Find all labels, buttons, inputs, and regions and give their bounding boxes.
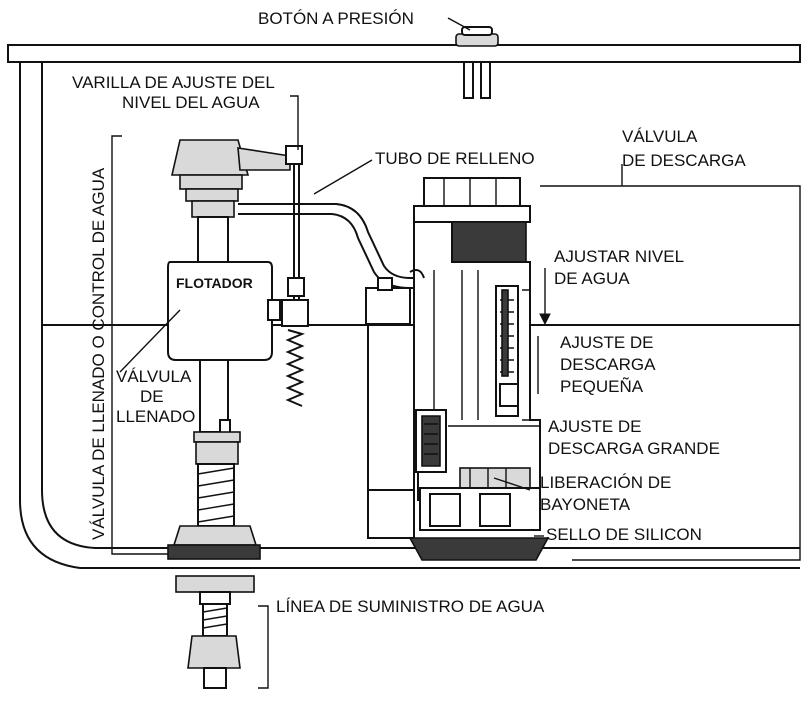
- bayonet-label-line1: LIBERACIÓN DE: [540, 473, 671, 492]
- water-level-label-line2: DE AGUA: [554, 269, 630, 288]
- flush-valve-label-line1: VÁLVULA: [622, 127, 698, 146]
- rod-label-line2: NIVEL DEL AGUA: [122, 93, 260, 112]
- fill-valve-label-line3: LLENADO: [116, 407, 195, 426]
- float-label: FLOTADOR: [176, 275, 253, 291]
- push-button-label: BOTÓN A PRESIÓN: [258, 9, 414, 28]
- push-button-part: [455, 26, 499, 99]
- small-flush-label-line3: PEQUEÑA: [560, 377, 644, 396]
- small-flush-label-line2: DESCARGA: [560, 355, 656, 374]
- large-flush-label-line1: AJUSTE DE: [548, 417, 642, 436]
- fill-valve-label-line2: DE: [140, 387, 164, 406]
- fill-tube-label: TUBO DE RELLENO: [375, 149, 535, 168]
- large-flush-label-line2: DESCARGA GRANDE: [548, 439, 720, 458]
- bayonet-label-line2: BAYONETA: [540, 495, 631, 514]
- vertical-fill-valve-label: VÁLVULA DE LLENADO O CONTROL DE AGUA: [89, 167, 108, 540]
- flush-valve-part: [365, 177, 550, 561]
- tank-outline: [7, 44, 801, 569]
- flush-valve-label-line2: DE DESCARGA: [622, 151, 746, 170]
- supply-line-label: LÍNEA DE SUMINISTRO DE AGUA: [276, 597, 545, 616]
- small-flush-label-line1: AJUSTE DE: [560, 333, 654, 352]
- water-level-label-line1: AJUSTAR NIVEL: [554, 247, 684, 266]
- fill-valve-part: [167, 139, 303, 689]
- adjust-rod-part: [281, 164, 309, 407]
- leader-lines: [111, 17, 801, 689]
- fill-valve-label-line1: VÁLVULA: [116, 367, 192, 386]
- rod-label-line1: VARILLA DE AJUSTE DEL: [72, 73, 275, 92]
- silicone-seal-label: SELLO DE SILICON: [546, 525, 702, 544]
